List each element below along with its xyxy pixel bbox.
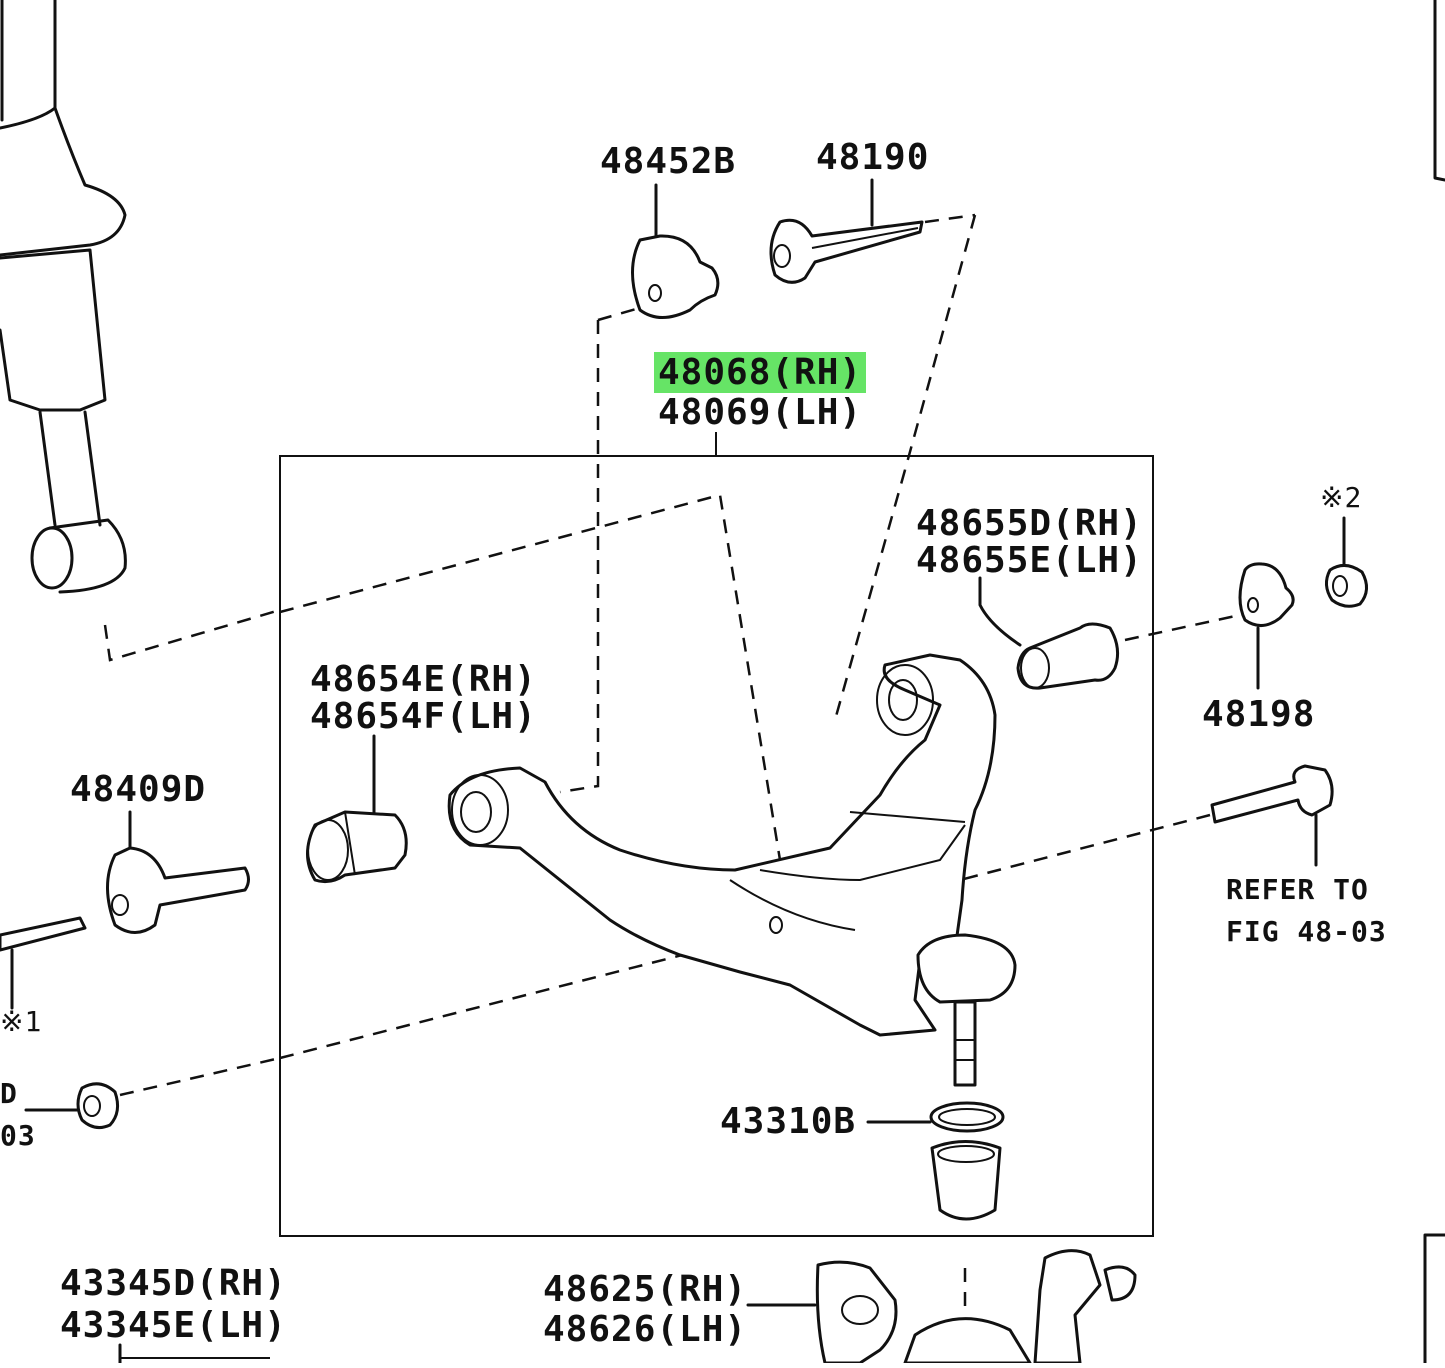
label-43345e-lh: 43345E(LH) bbox=[60, 1305, 287, 1346]
dust-boot bbox=[930, 1140, 1002, 1221]
bushing-48655 bbox=[978, 576, 1120, 690]
label-48452b: 48452B bbox=[600, 141, 737, 182]
bolt-48190 bbox=[769, 178, 924, 284]
label-43310b: 43310B bbox=[720, 1101, 857, 1142]
label-48409d: 48409D bbox=[70, 769, 207, 810]
label-cut-03: 03 bbox=[0, 1119, 36, 1152]
bushing-48654 bbox=[306, 734, 408, 884]
label-48069-lh: 48069(LH) bbox=[658, 392, 863, 433]
bolt-refer-fig bbox=[1210, 764, 1334, 867]
label-48068-rh: 48068(RH) bbox=[654, 352, 867, 393]
bolt-48409d bbox=[106, 810, 250, 934]
label-note2: ※2 bbox=[1320, 481, 1363, 514]
label-fig-48-03: FIG 48-03 bbox=[1226, 915, 1387, 948]
label-48655d-rh: 48655D(RH) bbox=[916, 503, 1143, 544]
label-48198: 48198 bbox=[1202, 694, 1316, 735]
rod-note1 bbox=[0, 916, 87, 1010]
steering-knuckle bbox=[746, 1249, 1137, 1365]
label-refer-to: REFER TO bbox=[1226, 873, 1369, 906]
label-48626-lh: 48626(LH) bbox=[543, 1309, 748, 1350]
cam-washer-48452b bbox=[631, 183, 720, 319]
label-note1: ※1 bbox=[0, 1005, 43, 1038]
nut-left bbox=[24, 1082, 120, 1130]
shock-absorber bbox=[0, 0, 127, 594]
label-48654f-lh: 48654F(LH) bbox=[310, 696, 537, 737]
label-48655e-lh: 48655E(LH) bbox=[916, 540, 1143, 581]
label-48625-rh: 48625(RH) bbox=[543, 1269, 748, 1310]
snap-ring-43310b bbox=[866, 1101, 1005, 1133]
nut-note2 bbox=[1325, 516, 1368, 608]
label-48190: 48190 bbox=[816, 137, 930, 178]
lower-control-arm bbox=[447, 653, 997, 1037]
label-48654e-rh: 48654E(RH) bbox=[310, 659, 537, 700]
label-43345d-rh: 43345D(RH) bbox=[60, 1263, 287, 1304]
highlight-48068: 48068(RH) bbox=[654, 352, 867, 393]
label-cut-d: D bbox=[0, 1077, 18, 1110]
cam-washer-48198 bbox=[1238, 562, 1295, 690]
ball-joint bbox=[916, 933, 1017, 1087]
